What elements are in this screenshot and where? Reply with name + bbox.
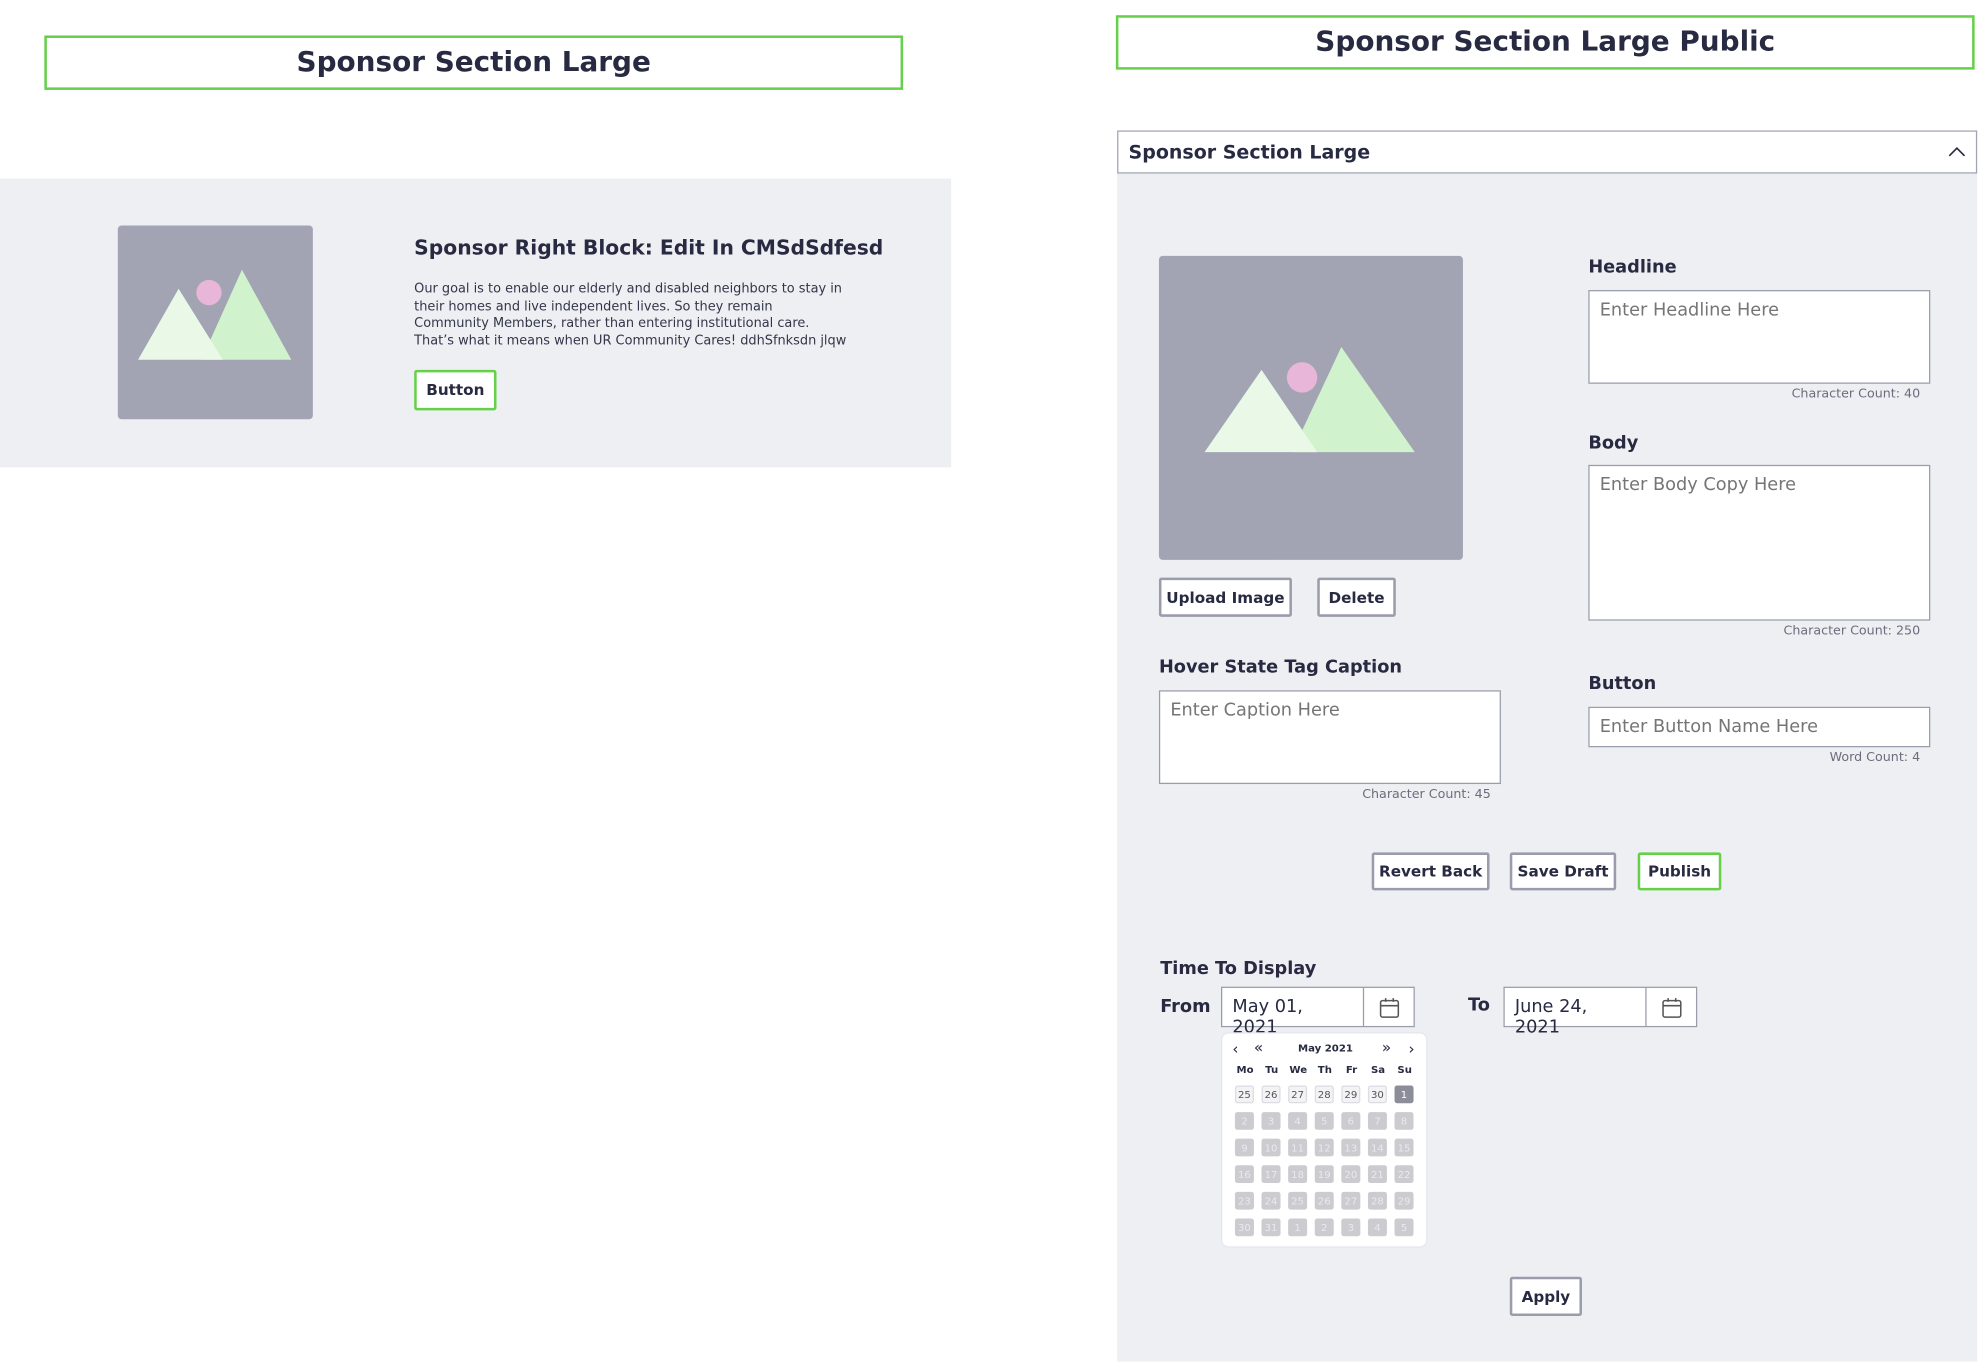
calendar-day[interactable]: 3 [1341,1218,1361,1237]
calendar-day[interactable]: 30 [1367,1085,1387,1104]
sponsor-button[interactable]: Button [414,369,497,411]
body-line: their homes and live independent lives. … [414,299,773,314]
calendar-icon[interactable] [1362,987,1414,1026]
calendar-day[interactable]: 8 [1394,1112,1414,1130]
calendar-day[interactable]: 9 [1234,1138,1254,1157]
calendar-day[interactable]: 15 [1394,1138,1414,1157]
calendar-day[interactable]: 29 [1341,1085,1361,1104]
prev-month-icon[interactable]: ‹ [1232,1039,1239,1058]
image-placeholder [1158,255,1463,560]
body-input[interactable] [1588,464,1931,621]
from-label: From [1160,996,1211,1018]
weekday-label: Su [1397,1063,1412,1076]
calendar-day[interactable]: 5 [1314,1112,1334,1130]
from-date-value[interactable]: May 01, 2021 [1232,996,1303,1038]
calendar-day[interactable]: 16 [1234,1165,1254,1184]
mountain-image-icon [1204,347,1415,453]
calendar-day[interactable]: 18 [1288,1165,1308,1184]
from-date-picker[interactable]: May 01, 2021 [1221,986,1415,1038]
calendar-day[interactable]: 14 [1367,1138,1387,1157]
calendar-day[interactable]: 21 [1367,1165,1387,1184]
weekday-label: Sa [1370,1063,1386,1076]
body-character-count: Character Count: 250 [1783,624,1921,639]
right-title: Sponsor Section Large Public [1115,15,1975,70]
next-month-icon[interactable]: › [1408,1039,1415,1058]
calendar-day[interactable]: 29 [1394,1191,1414,1210]
prev-year-icon[interactable]: « [1253,1038,1264,1057]
caption-input[interactable] [1158,690,1501,785]
body-line: Community Members, rather than entering … [414,317,810,332]
calendar-day[interactable]: 25 [1234,1085,1254,1104]
calendar-day[interactable]: 31 [1261,1218,1281,1237]
delete-button[interactable]: Delete [1317,577,1396,617]
calendar-day[interactable]: 3 [1261,1112,1281,1130]
upload-image-button[interactable]: Upload Image [1158,577,1292,617]
calendar-day[interactable]: 26 [1261,1085,1281,1104]
calendar-icon[interactable] [1645,987,1696,1026]
button-name-label: Button [1588,673,1657,695]
sponsor-body: Our goal is to enable our elderly and di… [414,281,846,350]
time-to-display-label: Time To Display [1160,958,1317,980]
to-date-picker[interactable]: June 24, 2021 [1503,986,1698,1038]
weekday-label: Th [1317,1063,1332,1076]
save-draft-button[interactable]: Save Draft [1509,852,1617,891]
revert-back-button[interactable]: Revert Back [1371,852,1490,891]
to-date-value[interactable]: June 24, 2021 [1514,996,1588,1038]
calendar-day[interactable]: 20 [1341,1165,1361,1184]
calendar-day[interactable]: 12 [1314,1138,1334,1157]
weekday-label: Tu [1265,1063,1279,1076]
sponsor-heading: Sponsor Right Block: Edit In CMSdSdfesd [414,235,884,260]
calendar-day[interactable]: 7 [1367,1112,1387,1130]
headline-label: Headline [1588,257,1677,278]
calendar-day-selected[interactable]: 1 [1394,1085,1414,1104]
caption-label: Hover State Tag Caption [1158,657,1403,678]
body-line: Our goal is to enable our elderly and di… [414,282,842,297]
calendar-day[interactable]: 27 [1341,1191,1361,1210]
calendar-day[interactable]: 27 [1288,1085,1308,1104]
calendar-day[interactable]: 24 [1261,1191,1281,1210]
calendar-day[interactable]: 22 [1394,1165,1414,1184]
left-title: Sponsor Section Large [44,35,904,90]
calendar-day[interactable]: 2 [1314,1218,1334,1237]
caption-character-count: Character Count: 45 [1362,787,1491,802]
button-name-input[interactable] [1588,706,1931,748]
calendar-day[interactable]: 23 [1234,1191,1254,1210]
calendar-day[interactable]: 2 [1234,1112,1254,1130]
image-placeholder [117,225,313,420]
calendar-day[interactable]: 30 [1234,1218,1254,1237]
weekday-label: Mo [1236,1063,1254,1076]
next-year-icon[interactable]: » [1381,1038,1392,1057]
headline-input[interactable] [1588,290,1931,384]
calendar-day[interactable]: 5 [1394,1218,1414,1237]
calendar-day[interactable]: 11 [1288,1138,1308,1157]
calendar-day[interactable]: 28 [1314,1085,1334,1104]
calendar-day[interactable]: 6 [1341,1112,1361,1130]
calendar-day[interactable]: 19 [1314,1165,1334,1184]
headline-character-count: Character Count: 40 [1791,387,1921,402]
weekday-label: We [1289,1063,1308,1076]
chevron-up-icon[interactable] [1948,146,1966,159]
calendar-day[interactable]: 28 [1367,1191,1387,1210]
calendar-month-label: May 2021 [1298,1042,1353,1054]
calendar-day[interactable]: 25 [1288,1191,1308,1210]
accordion-title: Sponsor Section Large [1128,140,1371,164]
apply-button[interactable]: Apply [1509,1276,1582,1316]
body-line: That’s what it means when UR Community C… [414,334,847,349]
button-word-count: Word Count: 4 [1829,751,1921,766]
sponsor-preview-section: Sponsor Right Block: Edit In CMSdSdfesd … [0,178,952,468]
calendar-day[interactable]: 1 [1288,1218,1308,1237]
accordion-header[interactable]: Sponsor Section Large [1117,130,1978,174]
calendar-day[interactable]: 26 [1314,1191,1334,1210]
body-label: Body [1588,433,1639,454]
publish-button[interactable]: Publish [1637,852,1722,891]
to-label: To [1467,995,1490,1016]
weekday-label: Fr [1345,1063,1358,1076]
calendar-day[interactable]: 10 [1261,1138,1281,1157]
calendar-day[interactable]: 4 [1367,1218,1387,1237]
calendar-day[interactable]: 4 [1288,1112,1308,1130]
calendar-day[interactable]: 17 [1261,1165,1281,1184]
mountain-image-icon [138,269,292,360]
calendar-day[interactable]: 13 [1341,1138,1361,1157]
